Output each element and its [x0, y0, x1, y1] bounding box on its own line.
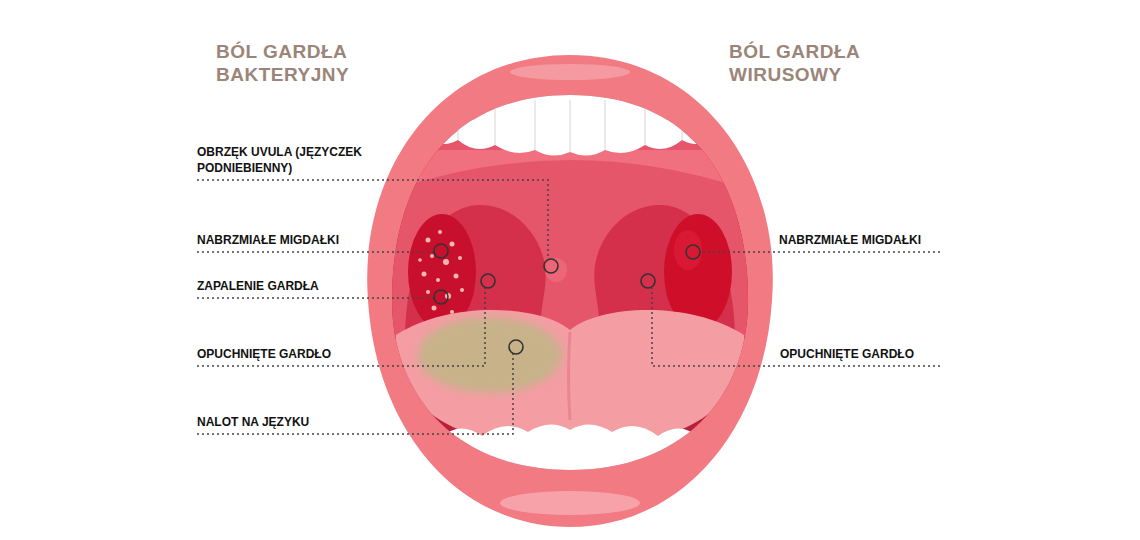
callout-circles: [434, 244, 700, 354]
callout-label: OBRZĘK UVULA (JĘZYCZEK PODNIEBIENNY): [197, 144, 397, 176]
section-heading: BÓL GARDŁA WIRUSOWY: [729, 40, 899, 86]
leader-lines: [197, 180, 940, 434]
callout-label: NALOT NA JĘZYKU: [197, 414, 309, 430]
callout-label: NABRZMIAŁE MIGDAŁKI: [197, 232, 339, 248]
section-heading: BÓL GARDŁA BAKTERYJNY: [216, 40, 386, 86]
callout-label: NABRZMIAŁE MIGDAŁKI: [779, 232, 921, 248]
callout-label: ZAPALENIE GARDŁA: [197, 278, 319, 294]
callout-label: OPUCHNIĘTE GARDŁO: [197, 346, 331, 362]
callout-label: OPUCHNIĘTE GARDŁO: [780, 346, 914, 362]
